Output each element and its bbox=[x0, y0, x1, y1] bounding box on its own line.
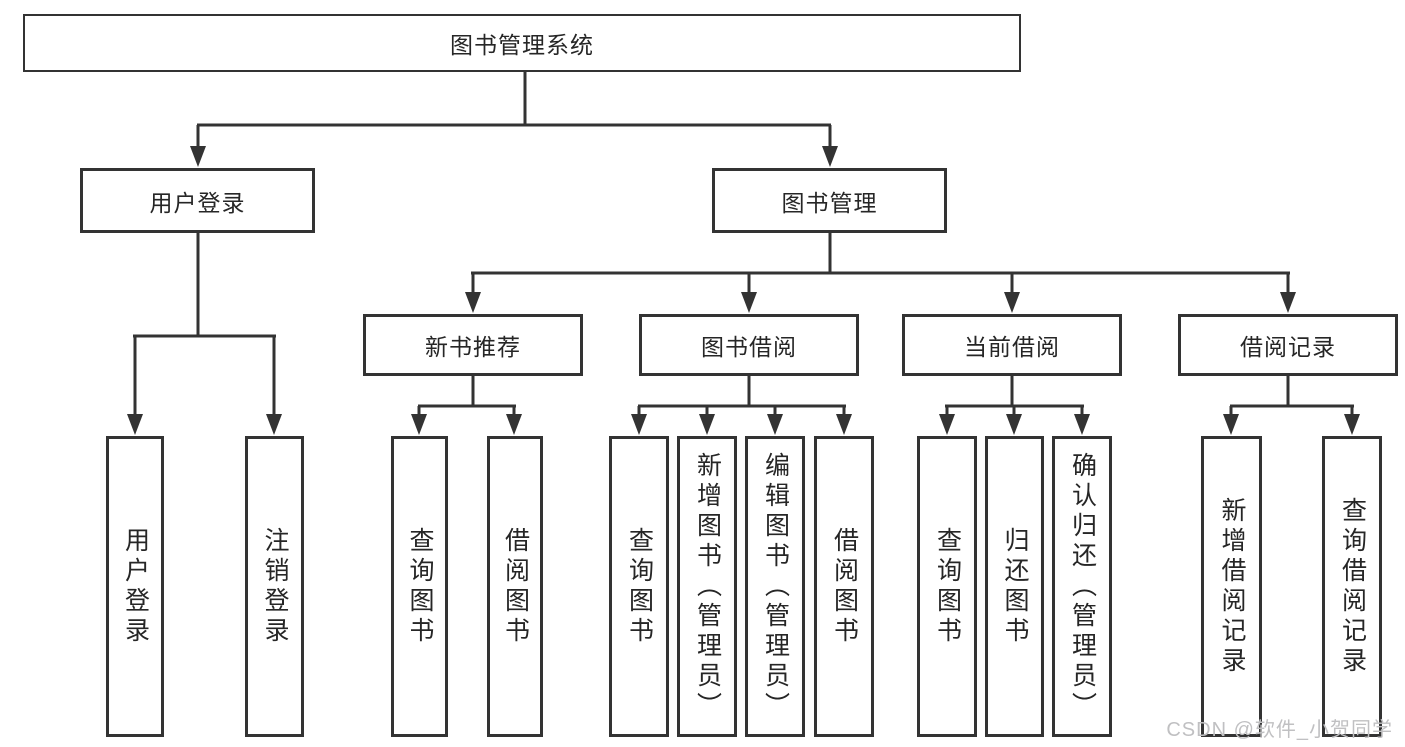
leaf-label: 编辑图书（管理员） bbox=[761, 451, 790, 722]
leaf-bb-add-books-admin: 新增图书（管理员） bbox=[677, 436, 737, 737]
node-user-login-group: 用户登录 bbox=[80, 168, 315, 233]
leaf-label: 查询借阅记录 bbox=[1338, 496, 1367, 677]
leaf-br-add-record: 新增借阅记录 bbox=[1201, 436, 1262, 737]
leaf-label: 归还图书 bbox=[1001, 526, 1029, 647]
leaf-label: 查询图书 bbox=[933, 526, 962, 647]
leaf-bb-query-books: 查询图书 bbox=[609, 436, 669, 737]
leaf-label: 查询图书 bbox=[406, 526, 434, 647]
node-book-management-label: 图书管理 bbox=[781, 189, 878, 216]
leaf-label: 借阅图书 bbox=[830, 526, 859, 647]
leaf-bb-borrow-books: 借阅图书 bbox=[814, 436, 874, 737]
node-root: 图书管理系统 bbox=[23, 14, 1021, 72]
leaf-label: 新增借阅记录 bbox=[1218, 496, 1246, 677]
leaf-br-query-record: 查询借阅记录 bbox=[1322, 436, 1382, 737]
leaf-label: 注销登录 bbox=[261, 526, 289, 647]
leaf-bb-edit-books-admin: 编辑图书（管理员） bbox=[745, 436, 805, 737]
node-section-new-book-recommend: 新书推荐 bbox=[363, 314, 583, 376]
node-section-current-borrowing: 当前借阅 bbox=[902, 314, 1122, 376]
leaf-label: 确认归还（管理员） bbox=[1068, 451, 1097, 722]
leaf-cb-return-books: 归还图书 bbox=[985, 436, 1044, 737]
leaf-label: 新增图书（管理员） bbox=[693, 451, 722, 722]
leaf-nbr-query-books: 查询图书 bbox=[391, 436, 448, 737]
leaf-cb-query-books: 查询图书 bbox=[917, 436, 977, 737]
leaf-label: 查询图书 bbox=[625, 526, 654, 647]
section-label: 当前借阅 bbox=[964, 334, 1060, 360]
leaf-logout-login: 注销登录 bbox=[245, 436, 304, 737]
leaf-cb-confirm-return-admin: 确认归还（管理员） bbox=[1052, 436, 1112, 737]
leaf-label: 借阅图书 bbox=[501, 526, 530, 647]
leaf-user-login: 用户登录 bbox=[106, 436, 164, 737]
node-user-login-group-label: 用户登录 bbox=[149, 189, 246, 216]
section-label: 图书借阅 bbox=[701, 334, 797, 360]
section-label: 借阅记录 bbox=[1240, 334, 1336, 360]
leaf-nbr-borrow-books: 借阅图书 bbox=[487, 436, 543, 737]
watermark: CSDN @软件_小贺同学 bbox=[1166, 719, 1393, 741]
section-label: 新书推荐 bbox=[425, 334, 521, 360]
node-section-borrow-records: 借阅记录 bbox=[1178, 314, 1398, 376]
connector-path bbox=[133, 72, 1354, 419]
node-root-label: 图书管理系统 bbox=[450, 32, 594, 58]
leaf-label: 用户登录 bbox=[121, 526, 150, 647]
node-book-management: 图书管理 bbox=[712, 168, 947, 233]
node-section-book-borrowing: 图书借阅 bbox=[639, 314, 859, 376]
